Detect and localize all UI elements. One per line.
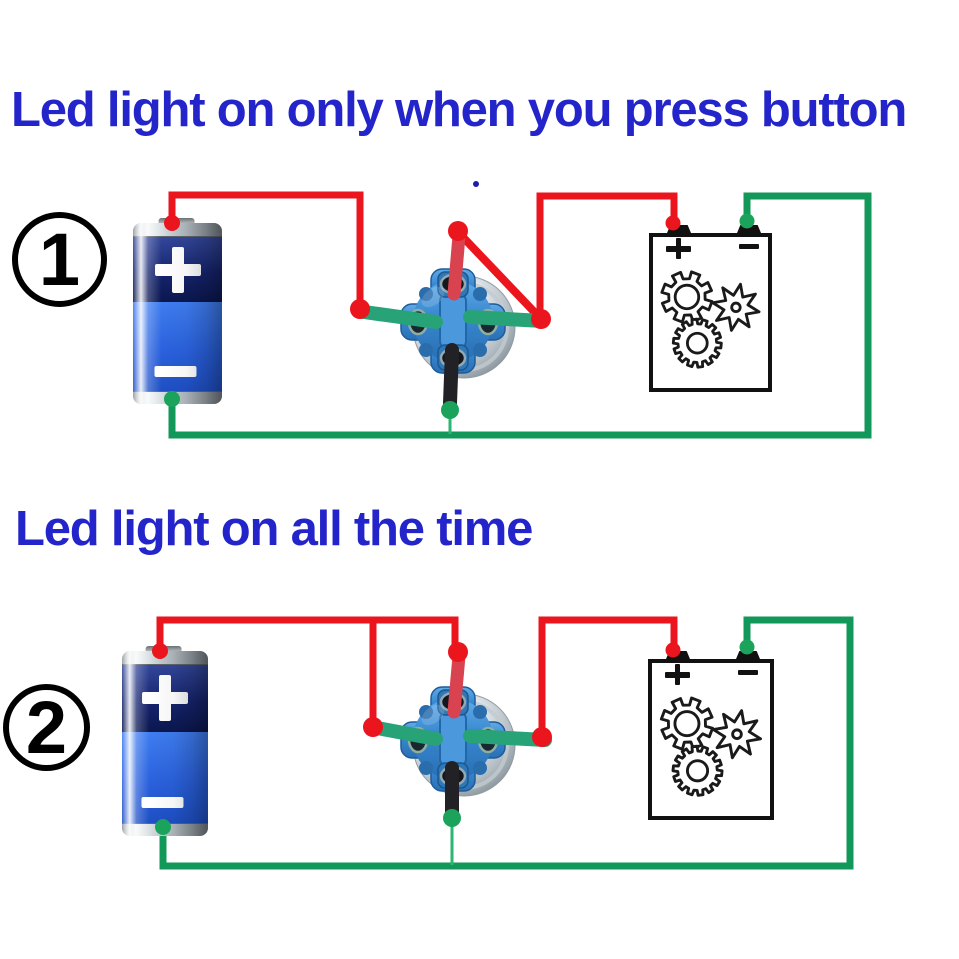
push-button-switch-back: [400, 686, 516, 797]
section2-title: Led light on all the time: [15, 502, 533, 556]
gears-icon: [660, 270, 761, 369]
device-positive-terminal: [667, 225, 691, 233]
junction-dot: [363, 717, 383, 737]
wire-stub: [463, 310, 550, 328]
junction-dot: [473, 181, 479, 187]
wire-segment: [536, 192, 678, 318]
wire-stub: [370, 721, 443, 746]
device-plus-label: [665, 664, 690, 685]
junction-dot: [531, 309, 551, 329]
device-plus-label: [666, 238, 691, 259]
wire-segment: [159, 616, 854, 870]
junction-dot: [739, 639, 755, 655]
gear-hole: [685, 331, 709, 355]
device-box-1: [649, 225, 772, 392]
device-negative-terminal: [737, 225, 761, 233]
junction-dot: [739, 213, 755, 229]
junction-dot: [152, 643, 168, 659]
gear-hole: [730, 301, 742, 313]
section1-title: Led light on only when you press button: [11, 83, 907, 137]
junction-dot: [350, 299, 370, 319]
junction-dot: [448, 221, 468, 241]
wire-segment: [455, 229, 544, 322]
wire-segment: [156, 616, 459, 652]
junction-dot: [665, 642, 681, 658]
gear-hole: [685, 759, 710, 783]
wire-segment: [168, 191, 364, 308]
junction-dot: [164, 215, 180, 231]
section2-number-badge: 2: [3, 684, 90, 771]
section2-number: 2: [25, 685, 68, 769]
junction-dot: [155, 819, 171, 835]
junction-dot: [441, 401, 459, 419]
junction-dot: [665, 215, 681, 231]
junction-dot: [532, 727, 552, 747]
gears-icon: [659, 696, 762, 797]
wire-stub: [443, 343, 459, 410]
device-minus-label: [739, 244, 759, 249]
wire-stub: [447, 229, 466, 301]
junction-dot: [443, 809, 461, 827]
junction-dot: [164, 391, 180, 407]
gear-hole: [673, 710, 701, 738]
device-minus-label: [738, 670, 758, 675]
wire-stub: [447, 649, 466, 719]
section1-number: 1: [38, 217, 81, 301]
wire-segment: [538, 616, 678, 735]
gear-hole: [673, 283, 701, 311]
gear-hole: [731, 728, 743, 740]
junction-dot: [448, 642, 468, 662]
device-negative-terminal: [736, 651, 760, 659]
section1-number-badge: 1: [12, 212, 107, 307]
wire-segment: [168, 192, 872, 439]
device-box-2: [648, 651, 774, 820]
wire-stub: [357, 305, 443, 329]
